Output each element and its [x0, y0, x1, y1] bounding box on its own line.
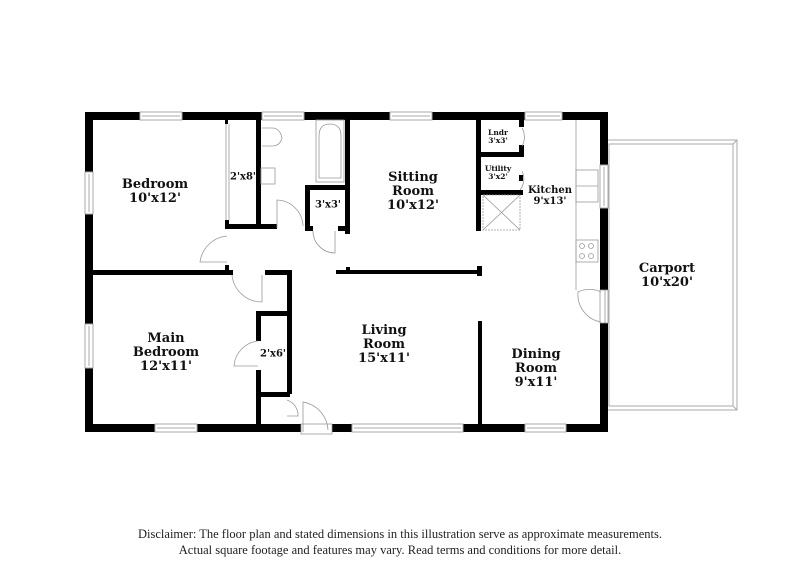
disclaimer-line-2: Actual square footage and features may v…	[178, 543, 622, 557]
room-label-living-room: Living Room 15'x11'	[358, 322, 410, 367]
room-name-line2: Room	[392, 183, 434, 199]
fixtures	[225, 119, 599, 290]
room-dims: 3'x2'	[488, 172, 508, 181]
room-name-line2: Room	[363, 336, 405, 352]
room-name: Kitchen	[527, 185, 573, 197]
room-label-dining-room: Dining Room 9'x11'	[511, 346, 561, 391]
room-dims: 12'x11'	[140, 359, 192, 375]
exterior-walls	[85, 112, 608, 432]
windows	[84, 111, 609, 433]
room-name-line1: Living	[361, 322, 407, 338]
room-dims: 9'x11'	[514, 375, 558, 391]
room-label-utility: Utility 3'x2'	[484, 163, 512, 181]
room-dims: 10'x12'	[387, 198, 439, 214]
room-label-kitchen: Kitchen 9'x13'	[527, 185, 573, 208]
room-dims: 2'x8'	[229, 171, 257, 183]
room-dims: 3'x3'	[488, 136, 508, 145]
room-name: Lndr	[488, 127, 508, 137]
room-label-closet-2x8: 2'x8'	[229, 171, 257, 184]
room-dims: 10'x20'	[641, 275, 693, 290]
room-dims: 10'x12'	[129, 191, 181, 206]
room-name: Utility	[484, 163, 512, 173]
room-name-line1: Sitting	[388, 169, 438, 185]
room-dims: 15'x11'	[358, 351, 410, 367]
room-label-closet-2x6: 2'x6'	[259, 348, 287, 361]
room-name: Bedroom	[121, 176, 189, 192]
room-name-line2: Room	[515, 360, 557, 376]
room-name: Carport	[638, 260, 696, 276]
room-dims: 3'x3'	[314, 199, 342, 211]
interior-walls	[93, 120, 524, 426]
room-label-main-bedroom: Main Bedroom 12'x11'	[132, 330, 200, 375]
disclaimer: Disclaimer: The floor plan and stated di…	[0, 526, 800, 558]
room-label-laundry: Lndr 3'x3'	[488, 127, 508, 145]
room-dims: 2'x6'	[259, 348, 287, 360]
room-label-closet-3x3: 3'x3'	[314, 199, 342, 212]
room-label-sitting-room: Sitting Room 10'x12'	[387, 169, 439, 214]
room-name-line2: Bedroom	[132, 344, 200, 360]
room-label-bedroom: Bedroom 10'x12'	[121, 176, 189, 206]
room-dims: 9'x13'	[533, 196, 567, 207]
room-name-line1: Main	[147, 330, 185, 346]
disclaimer-line-1: Disclaimer: The floor plan and stated di…	[138, 527, 662, 541]
room-name-line1: Dining	[511, 346, 561, 362]
doors	[199, 127, 609, 435]
room-label-carport: Carport 10'x20'	[638, 260, 696, 290]
